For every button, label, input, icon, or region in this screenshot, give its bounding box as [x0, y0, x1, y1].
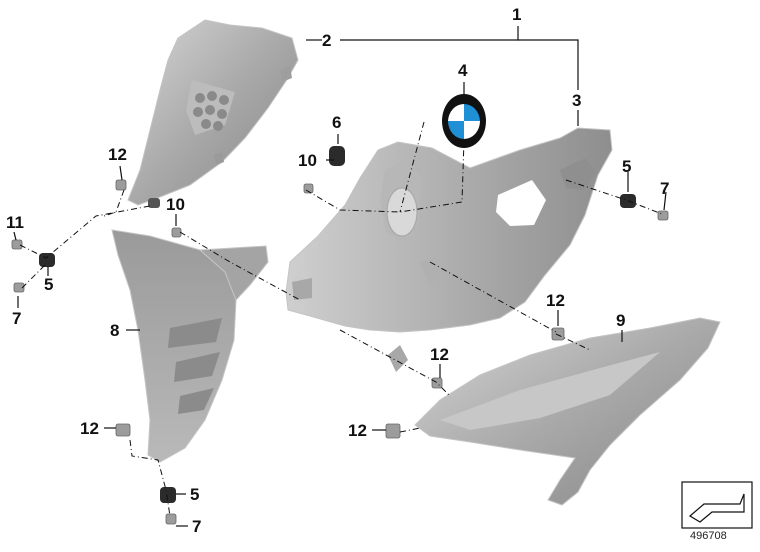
left-panel-part-8 — [111, 229, 269, 463]
callout-4: 4 — [458, 61, 468, 80]
assembly-lines — [19, 121, 663, 517]
callout-7-bottom: 7 — [192, 517, 202, 536]
catalog-reference-icon — [681, 481, 753, 529]
callout-9: 9 — [616, 311, 626, 330]
lower-panel-part-9 — [414, 317, 721, 506]
callout-5-right: 5 — [622, 157, 632, 176]
callout-10-upper: 10 — [298, 151, 317, 170]
callout-8: 8 — [110, 321, 120, 340]
catalog-number: 496708 — [690, 530, 727, 542]
callout-7-left: 7 — [12, 309, 22, 328]
rubber-grommet-6 — [329, 146, 345, 166]
side-cover-part-3 — [285, 127, 613, 372]
callout-12-center: 12 — [430, 345, 449, 364]
bmw-logo-part-4 — [442, 94, 486, 148]
upper-cover-part-2 — [127, 19, 299, 206]
callout-11: 11 — [6, 213, 24, 232]
callout-3: 3 — [572, 91, 582, 110]
callout-12-bottom-center: 12 — [348, 421, 367, 440]
leader-lines — [13, 26, 667, 527]
callout-6: 6 — [332, 113, 342, 132]
callout-10-left: 10 — [166, 195, 185, 214]
callout-2: 2 — [322, 31, 332, 50]
callout-12-mid-right: 12 — [546, 291, 565, 310]
callout-7-right: 7 — [660, 179, 670, 198]
grommet-5-left — [39, 253, 55, 267]
grommet-5-bottom — [160, 487, 176, 503]
callout-12-top: 12 — [108, 145, 127, 164]
callout-1: 1 — [512, 5, 522, 24]
callout-5-bottom: 5 — [190, 485, 200, 504]
callout-5-left: 5 — [44, 275, 54, 294]
callout-12-left-low: 12 — [80, 419, 99, 438]
